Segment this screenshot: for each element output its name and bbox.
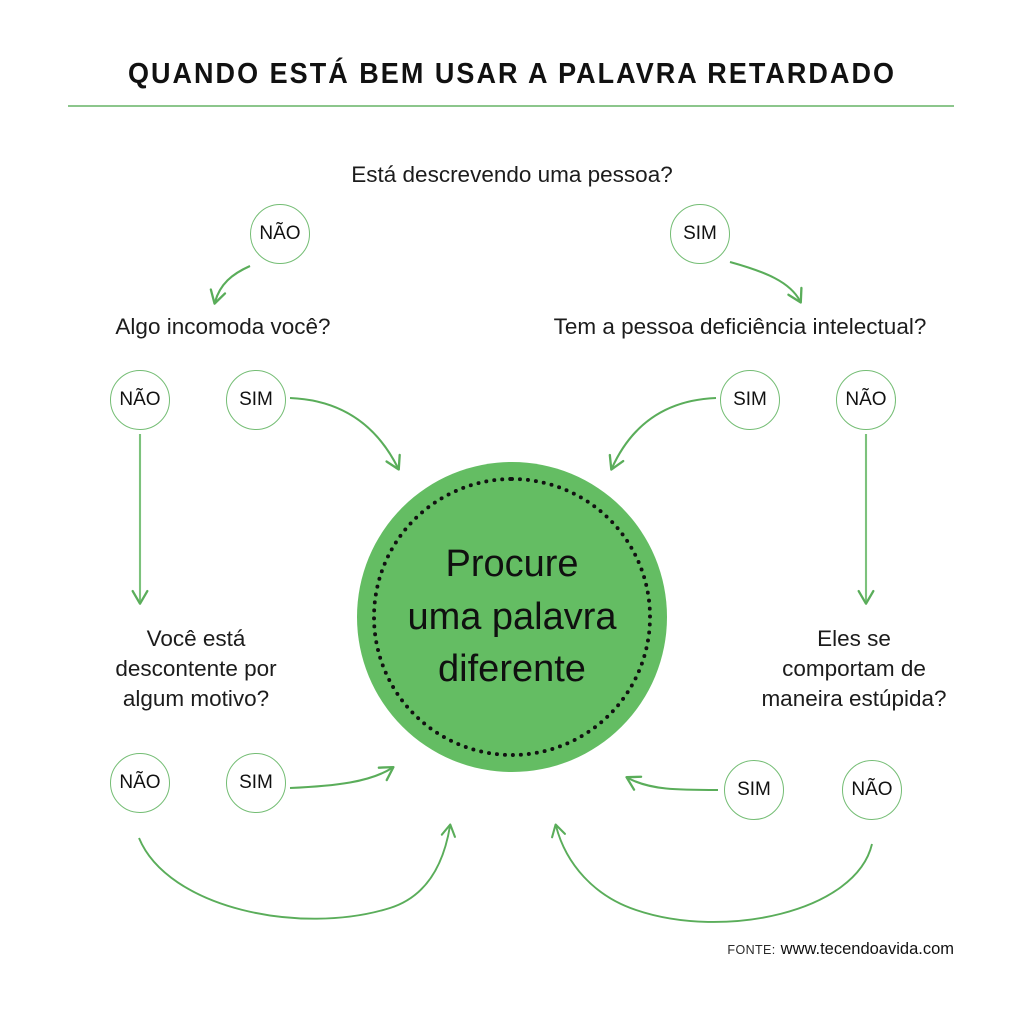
source-footer: FONTE: www.tecendoavida.com <box>727 940 954 959</box>
answer-label: SIM <box>733 389 767 410</box>
answer-label: NÃO <box>119 772 161 793</box>
page-title: QUANDO ESTÁ BEM USAR A PALAVRA RETARDADO <box>127 58 897 90</box>
question-left-2: Você está descontente por algum motivo? <box>115 626 277 711</box>
answer-bubble-root-nao[interactable]: NÃO <box>250 204 310 264</box>
answer-bubble-right2-sim[interactable]: SIM <box>724 760 784 820</box>
arrow-right2-nao-sweep <box>551 823 873 923</box>
answer-label: NÃO <box>259 223 301 244</box>
question-left-1: Algo incomoda você? <box>115 314 331 339</box>
answer-label: SIM <box>239 772 273 793</box>
arrow-root-sim-to-right1 <box>729 260 803 304</box>
answer-bubble-right2-nao[interactable]: NÃO <box>842 760 902 820</box>
answer-label: NÃO <box>851 779 893 800</box>
answer-label: SIM <box>683 223 717 244</box>
answer-bubble-right1-nao[interactable]: NÃO <box>836 370 896 430</box>
arrow-left1-sim-to-center <box>289 396 401 471</box>
arrow-right2-sim-to-center <box>625 775 719 792</box>
arrow-right1-sim-to-center <box>608 396 717 471</box>
answer-bubble-root-sim[interactable]: SIM <box>670 204 730 264</box>
question-root: Está descrevendo uma pessoa? <box>351 162 673 187</box>
question-right-1: Tem a pessoa deficiência intelectual? <box>553 314 927 339</box>
arrow-left2-sim-to-center <box>289 765 395 790</box>
answer-label: SIM <box>239 389 273 410</box>
outcome-dotted-ring <box>372 477 652 757</box>
answer-bubble-left2-nao[interactable]: NÃO <box>110 753 170 813</box>
source-label: FONTE: <box>727 943 776 957</box>
answer-bubble-left2-sim[interactable]: SIM <box>226 753 286 813</box>
arrow-left2-nao-sweep <box>138 823 456 920</box>
outcome-node: Procure uma palavra diferente <box>357 462 667 772</box>
answer-bubble-left1-nao[interactable]: NÃO <box>110 370 170 430</box>
title-block: QUANDO ESTÁ BEM USAR A PALAVRA RETARDADO <box>0 58 1024 91</box>
title-divider <box>68 105 954 107</box>
question-right-2: Eles se comportam de maneira estúpida? <box>761 626 947 711</box>
answer-bubble-right1-sim[interactable]: SIM <box>720 370 780 430</box>
outcome-label: Procure uma palavra diferente <box>407 543 617 691</box>
answer-label: SIM <box>737 779 771 800</box>
answer-label: NÃO <box>845 389 887 410</box>
source-url: www.tecendoavida.com <box>780 940 954 958</box>
arrow-root-nao-to-left1 <box>209 265 251 305</box>
answer-bubble-left1-sim[interactable]: SIM <box>226 370 286 430</box>
answer-label: NÃO <box>119 389 161 410</box>
